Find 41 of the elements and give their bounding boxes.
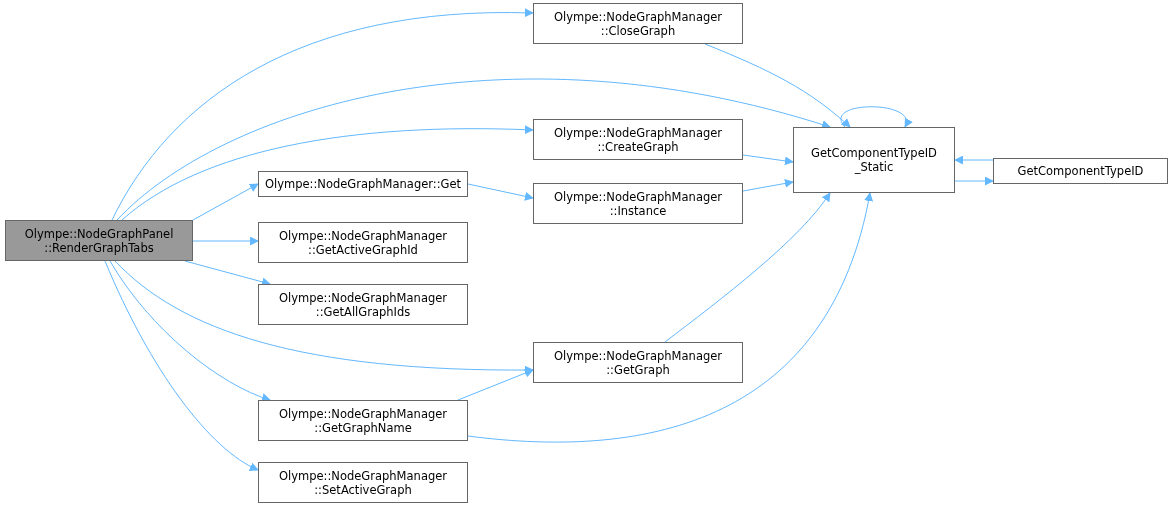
arrow (116, 78, 831, 221)
function-box (533, 342, 743, 383)
function-box (5, 220, 193, 261)
arrow (192, 183, 259, 221)
function-box (258, 462, 468, 503)
arrow (121, 125, 534, 221)
function-name: Olympe::NodeGraphManager ::CloseGraph (552, 9, 724, 38)
function-box (533, 3, 743, 44)
function-box (258, 222, 468, 263)
function-name: Olympe::NodeGraphManager::Get (264, 177, 462, 191)
arrow (111, 8, 534, 221)
function-box (258, 171, 468, 197)
arrow (664, 192, 831, 343)
arrow (457, 368, 534, 401)
function-box (533, 183, 743, 224)
arrow (192, 236, 259, 246)
function-name: Olympe::NodeGraphPanel ::RenderGraphTabs (23, 226, 175, 255)
arrow (104, 260, 259, 471)
arrow (840, 106, 912, 128)
function-box (258, 284, 468, 325)
function-name: Olympe::NodeGraphManager ::GetGraphName (277, 406, 449, 435)
function-name: GetComponentTypeID (1017, 164, 1144, 178)
function-name: Olympe::NodeGraphManager ::GetGraph (552, 348, 724, 377)
arrow (954, 176, 994, 186)
function-name: Olympe::NodeGraphManager ::Instance (552, 189, 724, 218)
function-box (533, 119, 743, 160)
function-box (993, 158, 1168, 184)
function-box (793, 127, 955, 193)
arrow (467, 192, 873, 443)
arrow (467, 183, 534, 201)
function-name: Olympe::NodeGraphManager ::GetAllGraphIds (277, 290, 449, 319)
function-name: Olympe::NodeGraphManager ::CreateGraph (552, 125, 724, 154)
function-name: Olympe::NodeGraphManager ::SetActiveGraph (277, 468, 449, 497)
function-box (258, 400, 468, 441)
arrow (742, 179, 794, 192)
arrow (742, 154, 794, 166)
arrow (109, 260, 271, 402)
arrow (954, 155, 994, 165)
function-name: Olympe::NodeGraphManager ::GetActiveGraphId (277, 228, 449, 257)
arrow (704, 43, 851, 128)
function-name: GetComponentTypeID _Static (810, 146, 938, 174)
